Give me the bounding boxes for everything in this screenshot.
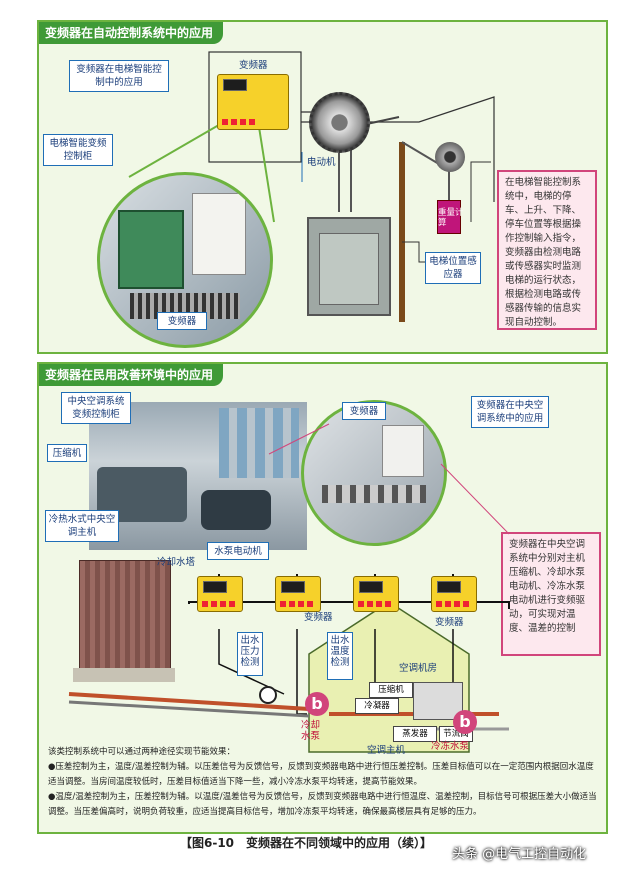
- inverter-label-a: 变频器: [304, 612, 333, 623]
- elevator-panel: 变频器在自动控制系统中的应用 变频器在电梯智能控制中的应用 电梯智能变频控制柜 …: [37, 20, 608, 354]
- condenser-box: 冷凝器: [355, 698, 399, 714]
- hvac-cabinet-photo: [301, 400, 447, 546]
- elevator-car: [307, 217, 391, 316]
- pulley-icon: [435, 142, 465, 172]
- inverter-icon-4: [431, 576, 477, 612]
- hvac-description: 变频器在中央空调系统中分别对主机压缩机、冷却水泵电动机、冷冻水泵电动机进行变频驱…: [501, 532, 601, 656]
- central-ac-callout: 变频器在中央空调系统中的应用: [471, 396, 549, 428]
- sensor-callout: 电梯位置感应器: [425, 252, 481, 284]
- inverter-icon-1: [197, 576, 243, 612]
- cooling-pump-label: 冷却水泵: [301, 720, 321, 742]
- watermark: 头条 @电气工控自动化: [452, 847, 587, 862]
- top-inverter-label: 变频器: [239, 60, 268, 71]
- compressor-callout: 压缩机: [47, 444, 87, 462]
- weight-box: [437, 200, 461, 234]
- contactor-row: [322, 485, 426, 503]
- notes-item-1: ●压差控制为主，温度/温差控制为辅。以压差信号为反馈信号，反馈到变频器电路中进行…: [48, 762, 594, 787]
- outlet-pressure-label: 出水压力检测: [237, 632, 263, 676]
- host-callout: 冷热水式中央空调主机: [45, 510, 119, 542]
- notes-item-2: ●温度/温差控制为主，压差控制为辅。以温度/温差信号为反馈信号，反馈到变频器电路…: [48, 792, 597, 817]
- photo-inverter-callout: 变频器: [157, 312, 207, 330]
- host-label: 空调主机: [367, 745, 406, 756]
- cooling-tower: [79, 560, 171, 672]
- hvac-cabinet-callout: 中央空调系统变频控制柜: [61, 392, 131, 424]
- cooling-tower-label: 冷却水塔: [157, 557, 196, 568]
- pipes: [219, 408, 299, 478]
- elevator-panel-title: 变频器在自动控制系统中的应用: [39, 22, 224, 44]
- plant-room-photo: [89, 402, 307, 550]
- chilled-pump-label: 冷冻水泵: [431, 741, 470, 752]
- room-label: 空调机房: [399, 663, 438, 674]
- compressor-box: 压缩机: [369, 682, 413, 698]
- cabinet-photo: [97, 172, 273, 348]
- figure-caption: 【图6-10 变频器在不同领域中的应用（续）】: [180, 836, 433, 850]
- pump-motor-callout: 水泵电动机: [207, 542, 269, 560]
- motor-label: 电动机: [307, 157, 336, 168]
- hvac-panel-title: 变频器在民用改善环境中的应用: [39, 364, 224, 386]
- inverter-unit: [192, 193, 246, 275]
- chilled-pump-icon: b: [453, 710, 477, 734]
- cabinet-inverter: [382, 425, 424, 477]
- tower-base: [73, 668, 175, 682]
- cooling-pump-icon: b: [305, 692, 329, 716]
- elevator-door: [319, 233, 379, 305]
- pump-unit: [201, 490, 271, 530]
- outlet-temp-label: 出水温度检测: [327, 632, 353, 680]
- pressure-gauge-icon: [259, 686, 277, 704]
- notes-block: 该类控制系统中可以通过两种途径实现节能效果： ●压差控制为主，温度/温差控制为辅…: [48, 745, 600, 820]
- notes-intro: 该类控制系统中可以通过两种途径实现节能效果：: [48, 747, 236, 757]
- weight-label: 重量计算: [438, 208, 464, 228]
- elevator-app-callout: 变频器在电梯智能控制中的应用: [69, 60, 169, 92]
- inverter-label-b: 变频器: [435, 617, 464, 628]
- pcb-board: [118, 210, 184, 289]
- top-inverter-icon: [217, 74, 289, 130]
- gear-icon: [309, 92, 370, 153]
- inverter-icon-2: [275, 576, 321, 612]
- evaporator-box: 蒸发器: [393, 726, 437, 742]
- hvac-panel: 变频器在民用改善环境中的应用 中央空调系统变频控制柜 压缩机 冷热水式中央空调主…: [37, 362, 608, 834]
- elevator-description: 在电梯智能控制系统中，电梯的停车、上升、下降、停车位置等根据操作控制输入指令，变…: [497, 170, 597, 330]
- elevator-cabinet-callout: 电梯智能变频控制柜: [43, 134, 113, 166]
- inverter-icon-3: [353, 576, 399, 612]
- photo-inverter2-callout: 变频器: [342, 402, 386, 420]
